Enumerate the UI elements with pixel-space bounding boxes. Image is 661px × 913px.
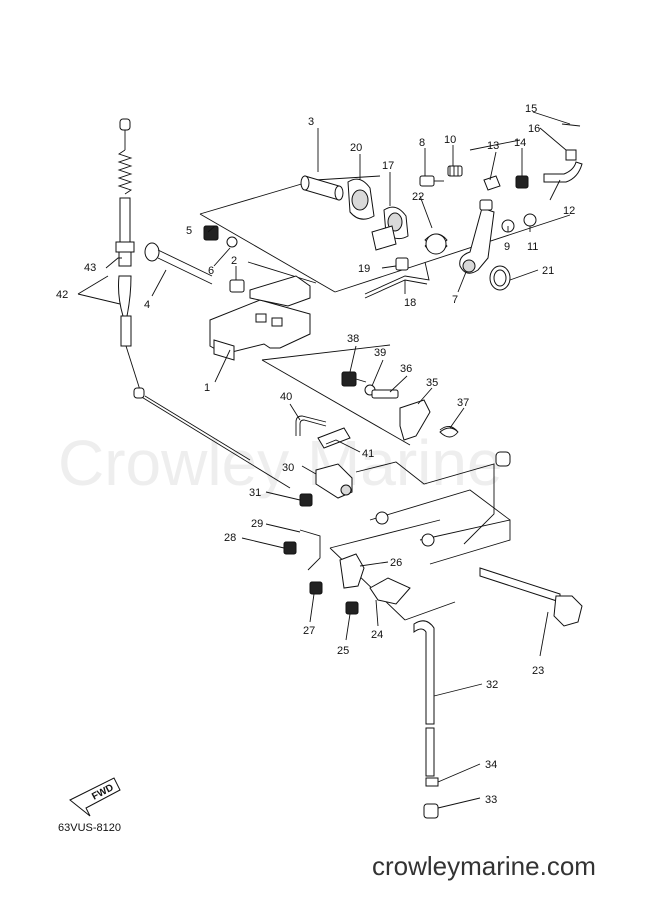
callout-7: 7 (452, 294, 458, 306)
callout-31: 31 (249, 487, 261, 499)
callout-22: 22 (412, 191, 424, 203)
callout-25: 25 (337, 645, 349, 657)
shift-bracket-23 (355, 451, 583, 627)
callout-6: 6 (208, 265, 214, 277)
small-parts-upper-left (203, 225, 245, 293)
callout-13: 13 (487, 140, 499, 152)
throttle-cable (115, 118, 145, 399)
callout-37: 37 (457, 397, 469, 409)
callout-21: 21 (542, 265, 554, 277)
callout-2: 2 (231, 255, 237, 267)
callout-10: 10 (444, 134, 456, 146)
callout-40: 40 (280, 391, 292, 403)
callout-36: 36 (400, 363, 412, 375)
callout-33: 33 (485, 794, 497, 806)
callout-12: 12 (563, 205, 575, 217)
callout-29: 29 (251, 518, 263, 530)
leader-lines (77, 111, 571, 809)
callout-28: 28 (224, 532, 236, 544)
callouts: 3 20 17 8 10 13 14 15 16 12 22 11 9 19 2… (56, 103, 575, 806)
screw-8 (419, 175, 444, 187)
callout-39: 39 (374, 347, 386, 359)
callout-4: 4 (144, 299, 150, 311)
callout-17: 17 (382, 160, 394, 172)
callout-15: 15 (525, 103, 537, 115)
callout-18: 18 (404, 297, 416, 309)
callout-32: 32 (486, 679, 498, 691)
callout-8: 8 (419, 137, 425, 149)
diagram-code: 63VUS-8120 (58, 822, 121, 834)
callout-3: 3 (308, 116, 314, 128)
bracket-1 (209, 275, 311, 361)
callout-38: 38 (347, 333, 359, 345)
callout-16: 16 (528, 123, 540, 135)
callout-19: 19 (358, 263, 370, 275)
shift-rod-32 (413, 620, 439, 819)
callout-35: 35 (426, 377, 438, 389)
callout-23: 23 (532, 665, 544, 677)
fwd-arrow-icon: FWD (69, 777, 121, 817)
middle-parts (295, 371, 459, 449)
collar-parts (300, 175, 448, 255)
callout-20: 20 (350, 142, 362, 154)
lower-small-parts (283, 463, 411, 615)
callout-43: 43 (84, 262, 96, 274)
callout-41: 41 (362, 448, 374, 460)
site-label: crowleymarine.com (372, 851, 596, 881)
callout-27: 27 (303, 625, 315, 637)
callout-5: 5 (186, 225, 192, 237)
callout-30: 30 (282, 462, 294, 474)
callout-14: 14 (514, 137, 526, 149)
callout-24: 24 (371, 629, 383, 641)
lever-7 (459, 199, 495, 274)
callout-11: 11 (527, 241, 538, 253)
watermark: Crowley Marine (58, 427, 503, 499)
bolt-4 (144, 242, 213, 285)
callout-1: 1 (204, 382, 210, 394)
callout-26: 26 (390, 557, 402, 569)
callout-9: 9 (504, 241, 510, 253)
spring-21 (489, 265, 511, 291)
callout-34: 34 (485, 759, 497, 771)
spring-10 (447, 165, 463, 177)
callout-42: 42 (56, 289, 68, 301)
